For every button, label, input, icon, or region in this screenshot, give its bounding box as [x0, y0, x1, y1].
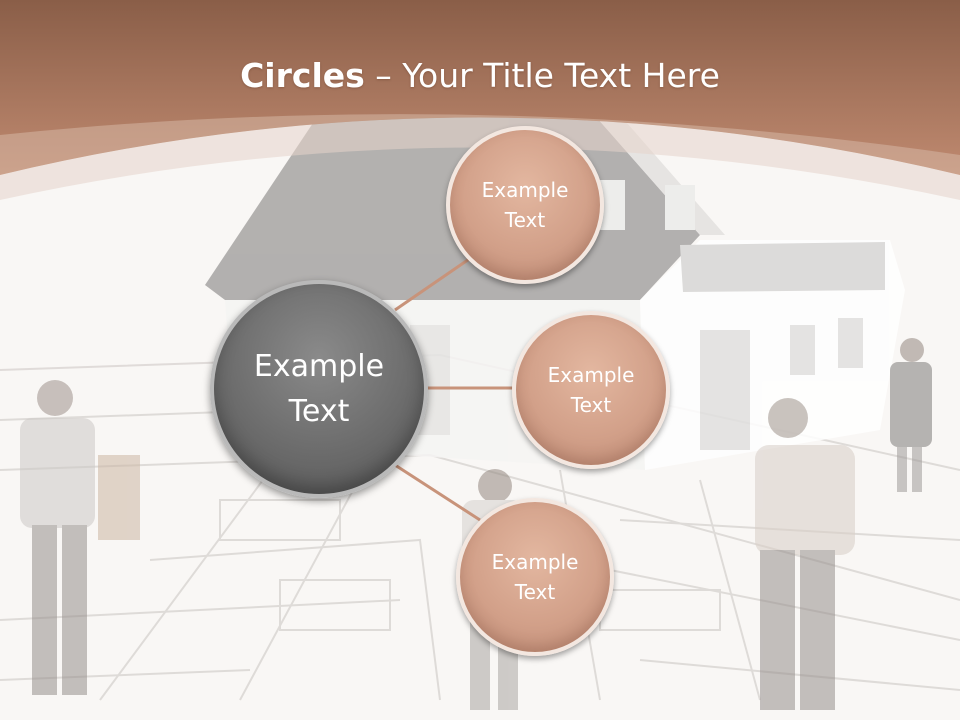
node-circle-top[interactable]: Example Text	[446, 126, 604, 284]
node-circle-label-line1: Example	[547, 363, 635, 387]
node-circle-label-line2: Text	[570, 393, 612, 417]
center-circle-label-line2: Text	[288, 394, 350, 429]
title-text: Your Title Text Here	[402, 56, 720, 95]
node-circle-label-line1: Example	[491, 550, 579, 574]
connector-top	[394, 253, 476, 312]
node-circle-label-line2: Text	[514, 580, 556, 604]
node-circle-label-line1: Example	[481, 178, 569, 202]
center-circle-label-line1: Example	[253, 349, 385, 384]
title-separator: –	[364, 56, 403, 95]
center-circle[interactable]: Example Text	[210, 280, 428, 498]
title-bold-part: Circles	[240, 56, 365, 95]
connector-bottom	[394, 463, 481, 522]
node-circle-bottom[interactable]: Example Text	[456, 498, 614, 656]
slide-title: Circles – Your Title Text Here	[0, 54, 960, 98]
node-circle-label-line2: Text	[504, 208, 546, 232]
node-circle-middle[interactable]: Example Text	[512, 311, 670, 469]
connector-lines	[394, 253, 514, 522]
